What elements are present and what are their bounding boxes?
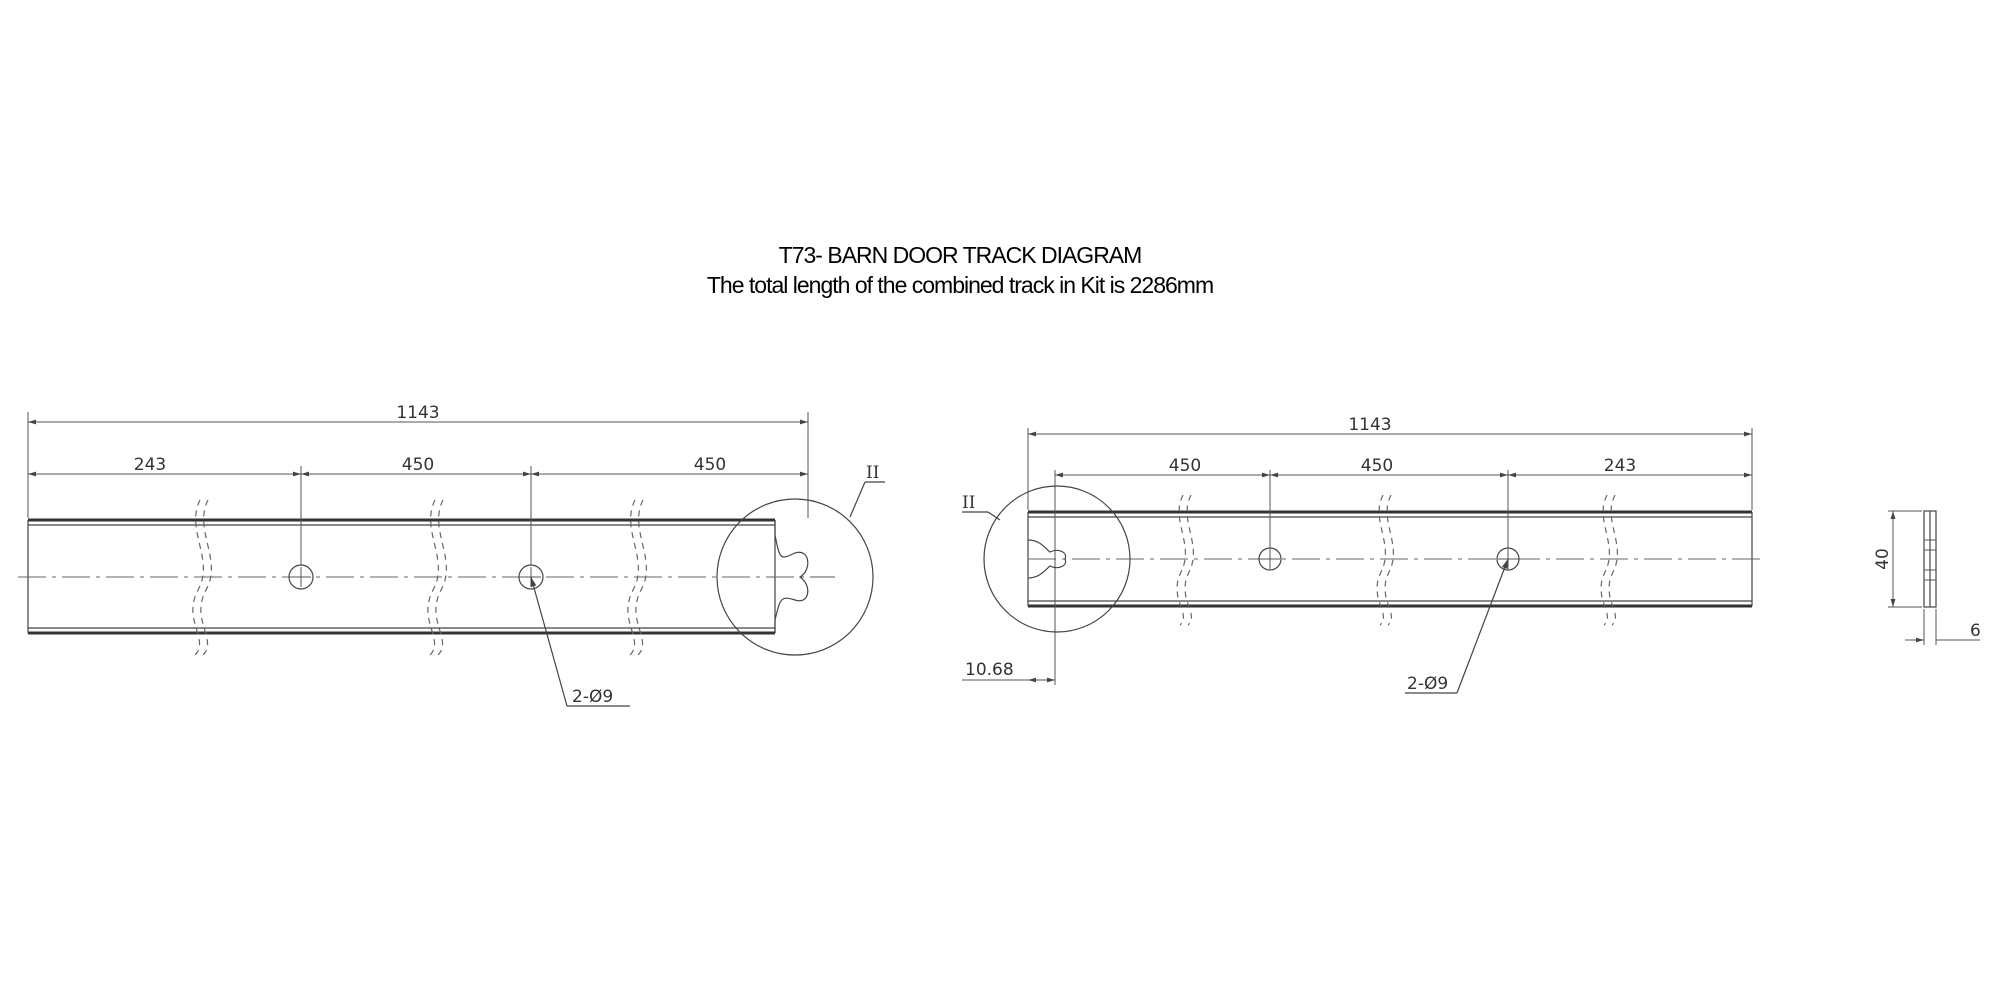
right-offset-dim: 10.68: [965, 660, 1014, 680]
diagram-subtitle: The total length of the combined track i…: [706, 272, 1214, 298]
left-detail-circle: [716, 481, 885, 656]
right-detail-circle: [962, 485, 1131, 633]
left-detail-label: II: [866, 463, 879, 483]
left-seg2-dim: 450: [402, 455, 434, 475]
left-track-body: [27, 518, 776, 635]
end-view-thickness-dim-lines: [1905, 609, 1980, 645]
right-extension-lines: [1027, 428, 1753, 685]
end-view-height-dim-lines: [1888, 510, 1922, 608]
end-view: 40 6: [1873, 510, 1981, 645]
right-hole-leader: [1405, 558, 1509, 694]
right-break-lines: [1176, 494, 1618, 626]
right-track-body: [1027, 510, 1753, 608]
end-view-profile: [1923, 510, 1937, 608]
right-hole-callout: 2-Ø9: [1407, 674, 1448, 694]
left-hole-leader: [530, 576, 630, 707]
left-overall-dim: 1143: [396, 403, 439, 423]
right-detail-label: II: [962, 493, 975, 513]
right-overall-dim: 1143: [1348, 415, 1391, 435]
left-hole-1: [288, 564, 314, 590]
left-track-view: 1143 243 450 450 II 2-Ø9: [18, 403, 885, 707]
right-hole-1: [1258, 547, 1282, 571]
right-track-view: 1143 450 450 243 II 10.68 2-Ø9: [962, 415, 1760, 694]
right-seg1-dim: 450: [1169, 456, 1201, 476]
end-view-thickness-dim: 6: [1970, 621, 1981, 641]
title-block: T73- BARN DOOR TRACK DIAGRAM The total l…: [0, 240, 1920, 300]
left-hole-callout: 2-Ø9: [572, 687, 613, 707]
diagram-title: T73- BARN DOOR TRACK DIAGRAM: [778, 242, 1143, 268]
left-seg1-dim: 243: [134, 455, 166, 475]
left-break-lines: [192, 499, 647, 656]
right-seg2-dim: 450: [1361, 456, 1393, 476]
right-seg3-dim: 243: [1604, 456, 1636, 476]
left-extension-lines: [27, 412, 809, 565]
left-seg3-dim: 450: [694, 455, 726, 475]
end-view-height-dim: 40: [1873, 548, 1893, 570]
